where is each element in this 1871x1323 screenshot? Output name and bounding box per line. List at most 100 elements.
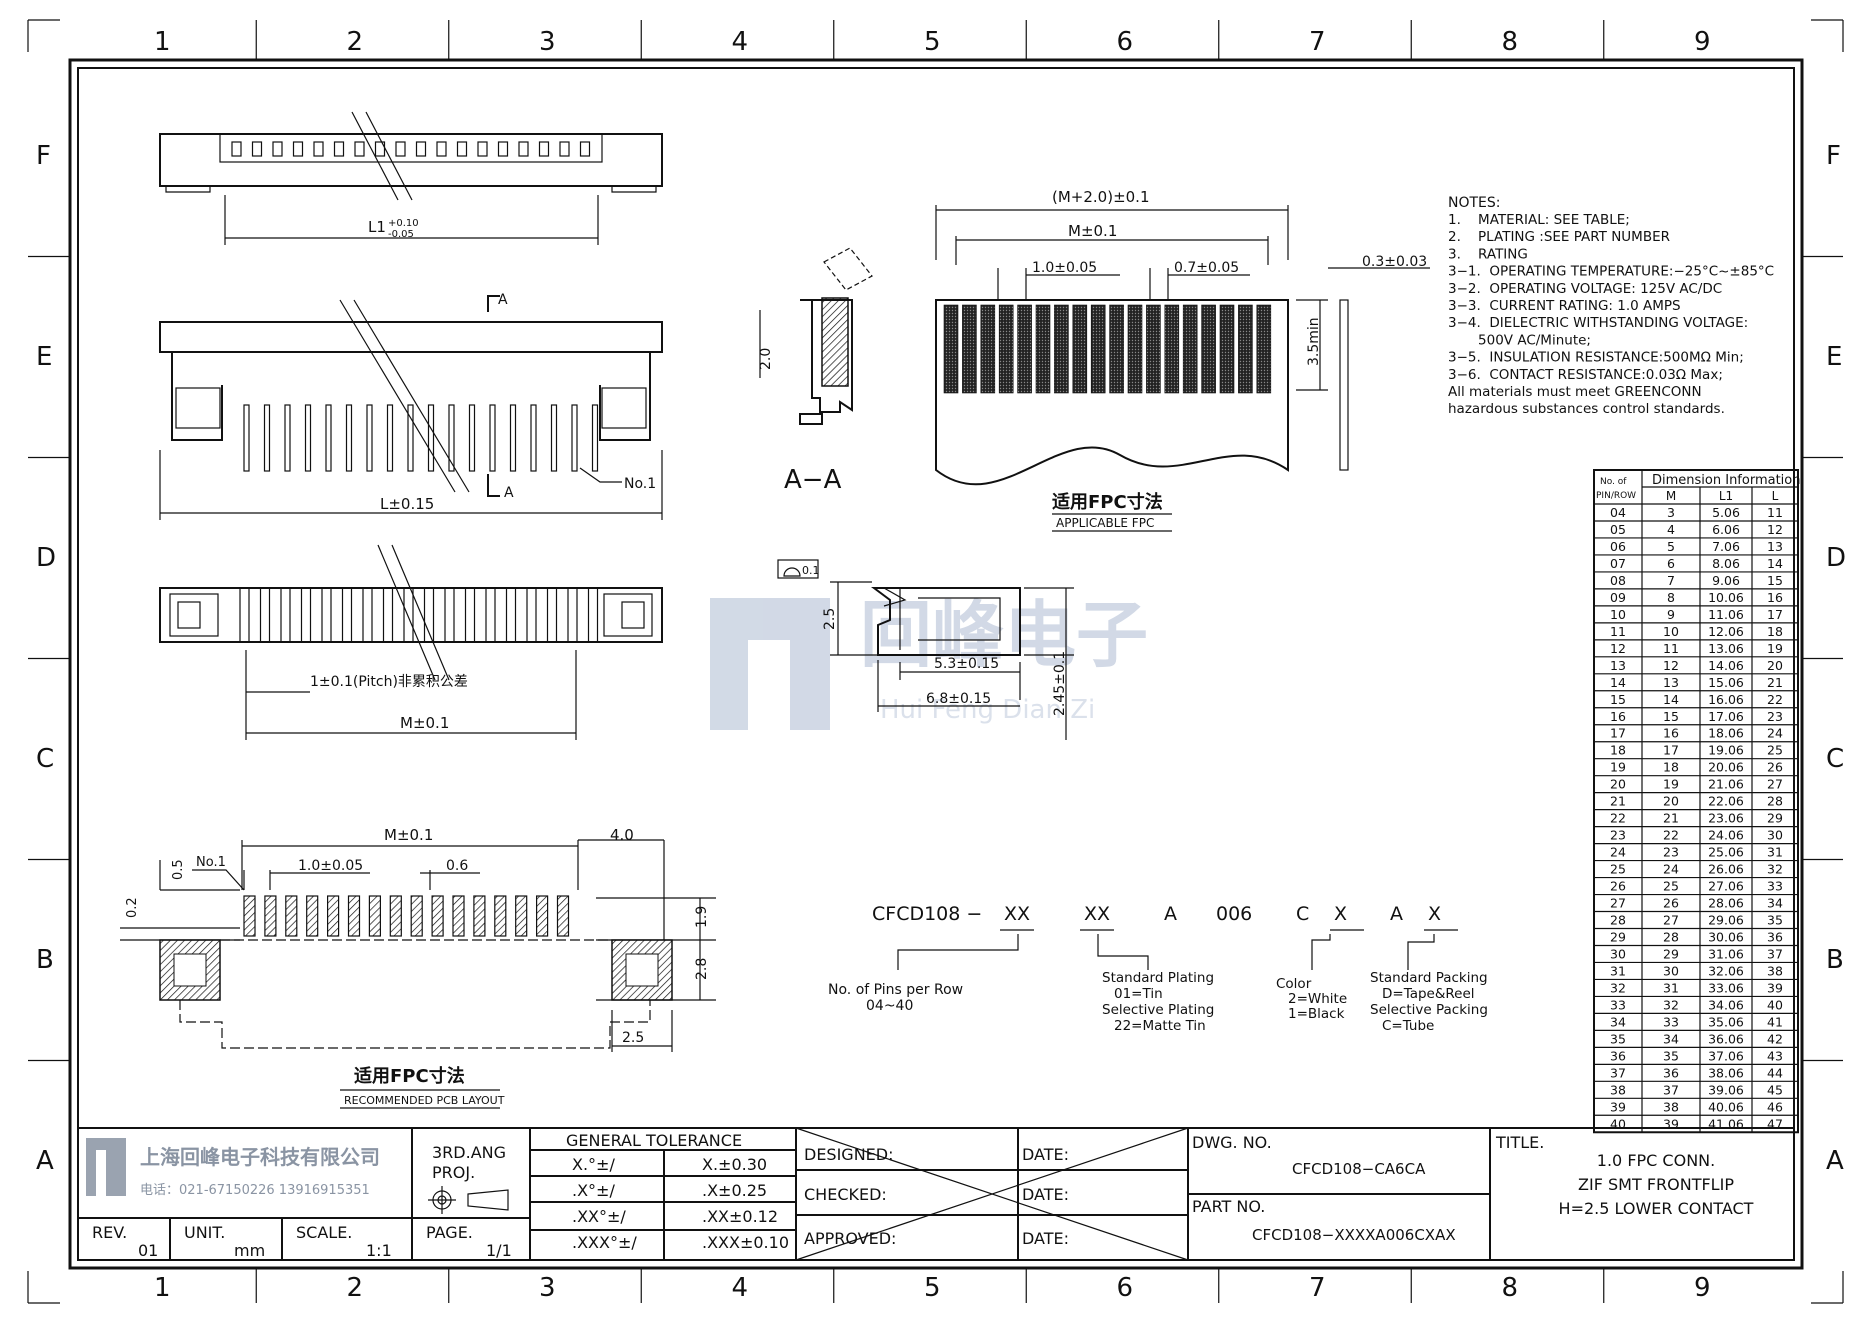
table-cell: 37 [1610,1065,1626,1080]
fpc-contact [998,304,1014,394]
table-cell: 26 [1767,760,1783,775]
top-pin [456,141,468,157]
pcb-dim-19: 1.9 [694,906,710,928]
table-cell: 20 [1610,777,1626,792]
pcb-pad [431,895,444,937]
table-head-pin-row: PIN/ROW [1596,491,1636,501]
row-label-left: E [36,342,52,372]
table-col-header: M [1666,489,1676,503]
col-label-bottom: 5 [924,1273,941,1303]
table-cell: 35 [1610,1031,1626,1046]
table-cell: 19 [1663,777,1679,792]
fpc-contact [1219,304,1235,394]
title-line: ZIF SMT FRONTFLIP [1578,1175,1734,1194]
table-cell: 23.06 [1708,811,1744,826]
table-cell: 19.06 [1708,743,1744,758]
row-label-left: D [36,543,56,573]
fpc-pitch: 1.0±0.05 [1032,260,1097,276]
note-line: 3−3. CURRENT RATING: 1.0 AMPS [1448,298,1681,314]
col-label-bottom: 6 [1117,1273,1134,1303]
col-label-bottom: 3 [539,1273,556,1303]
table-cell: 16 [1767,590,1783,605]
table-cell: 19 [1767,641,1783,656]
col-label-top: 9 [1694,27,1711,57]
table-cell: 11 [1663,641,1679,656]
table-cell: 38 [1767,963,1783,978]
table-cell: 28 [1663,930,1679,945]
plating-line: Standard Plating [1102,970,1214,986]
front-pin [366,404,373,472]
table-cell: 10.06 [1708,590,1744,605]
table-cell: 18 [1610,743,1626,758]
pcb-pad [515,895,528,937]
fpc-contact [1072,304,1088,394]
note-line: 3−6. CONTACT RESISTANCE:0.03Ω Max; [1448,367,1723,383]
tolerance-linear: .XX±0.12 [702,1207,778,1226]
front-pin [284,404,291,472]
checked-date-label: DATE: [1022,1185,1069,1204]
part-code-segment: C [1296,903,1309,925]
approved-date-label: DATE: [1022,1229,1069,1248]
table-cell: 28 [1610,913,1626,928]
bottom-pin [505,587,517,643]
table-cell: 22.06 [1708,794,1744,809]
pcb-dim-40: 4.0 [610,826,634,844]
top-view: L1 +0.10 -0.05 [159,111,663,245]
table-cell: 32 [1767,862,1783,877]
table-cell: 15.06 [1708,675,1744,690]
table-cell: 11 [1767,505,1783,520]
top-pin [436,141,447,157]
table-cell: 15 [1610,692,1626,707]
table-cell: 07 [1610,556,1626,571]
front-pin [345,404,353,472]
part-code-segment: X [1428,903,1441,925]
front-pin [386,404,394,472]
checked-label: CHECKED: [804,1185,887,1204]
pcb-title-en: RECOMMENDED PCB LAYOUT [344,1094,505,1107]
company-name: 上海回峰电子科技有限公司 [140,1145,380,1169]
table-cell: 38 [1610,1082,1626,1097]
table-cell: 04 [1610,505,1626,520]
col-label-bottom: 8 [1502,1273,1519,1303]
table-cell: 8 [1667,590,1675,605]
table-cell: 22 [1610,811,1626,826]
table-cell: 35.06 [1708,1014,1744,1029]
front-pin [530,404,537,472]
pcb-pad [264,895,277,937]
watermark: 回峰电子 Hui Feng Dian Zi [710,593,1148,730]
table-cell: 40.06 [1708,1099,1744,1114]
table-cell: 05 [1610,522,1626,537]
side-dim-68: 6.8±0.15 [926,691,991,707]
pcb-pad [410,895,423,937]
table-cell: 39 [1767,980,1783,995]
table-cell: 7.06 [1712,539,1740,554]
table-cell: 34.06 [1708,997,1744,1012]
side-profile: 0.1 2.5 5.3±0.15 6.8±0.15 2.45±0.1 [777,559,1074,740]
col-label-top: 3 [539,27,556,57]
table-col-header: L [1772,489,1779,503]
notes: NOTES: 1. MATERIAL: SEE TABLE;2. PLATING… [1448,195,1774,417]
side-dim-53: 5.3±0.15 [934,656,999,672]
table-cell: 36 [1663,1065,1679,1080]
bottom-pin [280,587,291,643]
table-cell: 21 [1663,811,1679,826]
table-cell: 17.06 [1708,709,1744,724]
fpc-contact [1256,304,1272,394]
rev-value: 01 [138,1241,158,1260]
table-cell: 14 [1663,692,1679,707]
table-cell: 38 [1663,1099,1679,1114]
table-cell: 15 [1767,573,1783,588]
company-phone: 电话：021-67150226 13916915351 [140,1183,370,1198]
table-cell: 12.06 [1708,624,1744,639]
table-cell: 9.06 [1712,573,1740,588]
tolerance-angle: .XXX°±/ [572,1233,637,1252]
bottom-pin [546,587,558,643]
fpc-width: 0.7±0.05 [1174,260,1239,276]
top-pin [374,141,386,157]
table-cell: 22 [1767,692,1783,707]
table-cell: 38.06 [1708,1065,1744,1080]
fpc-contact [1201,304,1216,394]
unit-label: UNIT. [184,1223,225,1242]
table-cell: 33 [1663,1014,1679,1029]
